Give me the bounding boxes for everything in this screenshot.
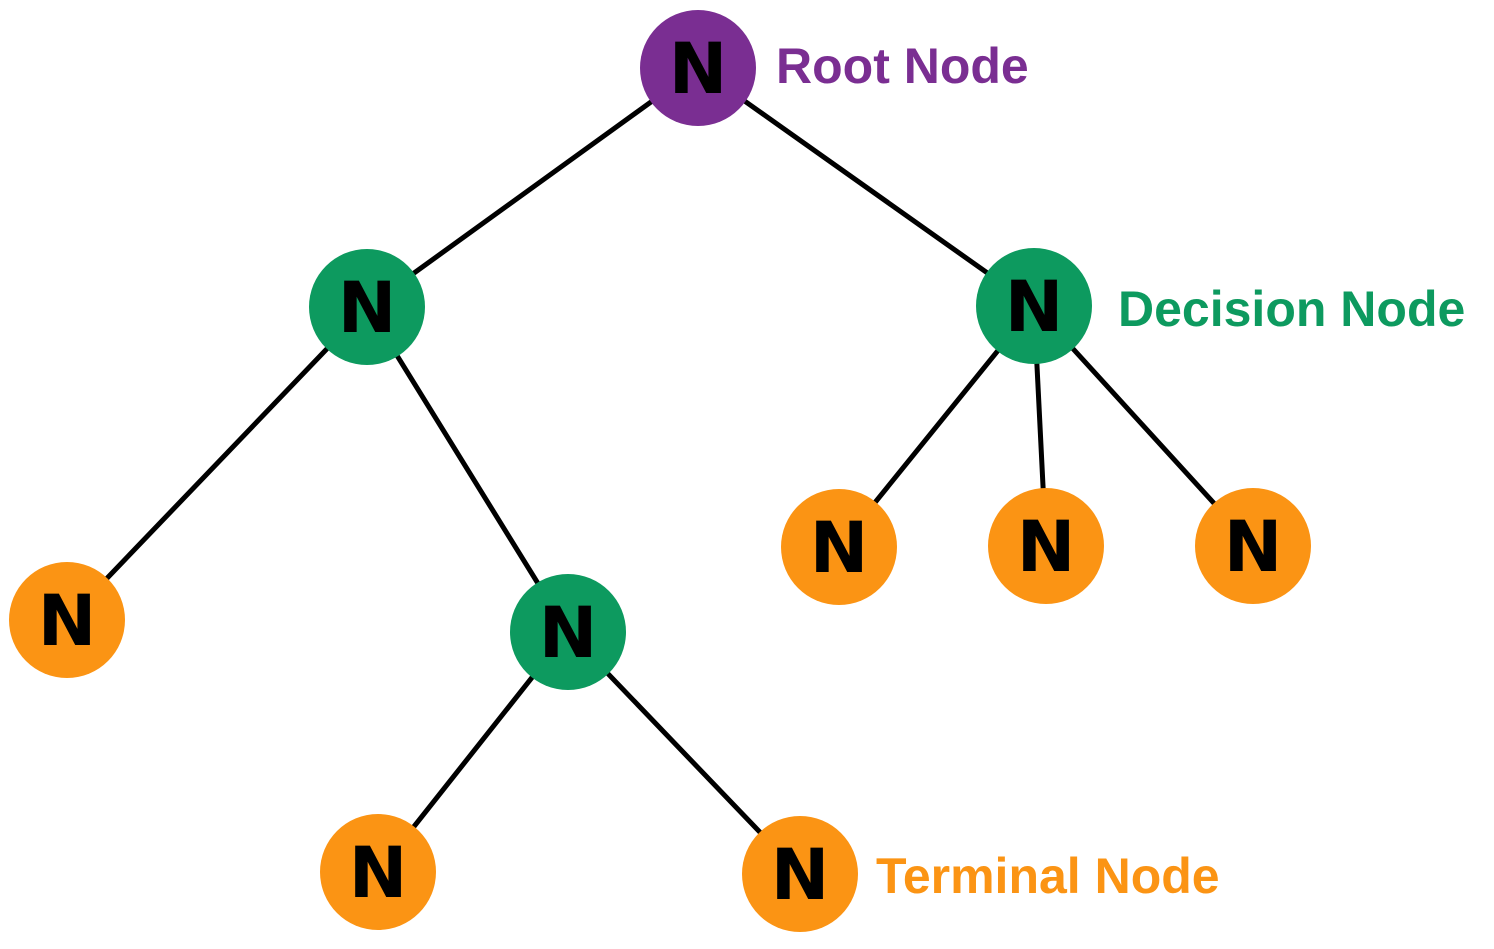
decision-node-circle	[510, 574, 626, 690]
terminal-node-label: Terminal Node	[876, 848, 1220, 904]
terminal-node-t-r1: N	[781, 489, 897, 605]
edge-root-to-d-right	[695, 65, 1037, 309]
node-letter: N	[338, 267, 397, 349]
edge-root-to-d-left	[364, 65, 701, 310]
edge-d-left-to-t-left	[64, 304, 370, 623]
decision-node-d-mid: N	[510, 574, 626, 690]
root-node-root: N	[640, 10, 756, 126]
decision-node-d-right: N	[976, 248, 1092, 364]
terminal-node-t-r2: N	[988, 488, 1104, 604]
root-node-label: Root Node	[776, 38, 1029, 94]
terminal-node-t-r3: N	[1195, 488, 1311, 604]
terminal-node-t-b2: N	[742, 816, 858, 932]
root-node-circle	[640, 10, 756, 126]
node-letter: N	[1017, 506, 1076, 588]
decision-node-circle	[309, 249, 425, 365]
terminal-node-circle	[320, 814, 436, 930]
node-letter: N	[810, 507, 869, 589]
terminal-node-circle	[1195, 488, 1311, 604]
edge-d-left-to-d-mid	[364, 304, 571, 635]
node-letter: N	[1224, 506, 1283, 588]
decision-node-label: Decision Node	[1118, 281, 1465, 337]
node-letter: N	[38, 580, 97, 662]
terminal-node-circle	[9, 562, 125, 678]
node-letter: N	[669, 28, 728, 110]
decision-node-d-left: N	[309, 249, 425, 365]
terminal-node-t-left: N	[9, 562, 125, 678]
node-letter: N	[349, 832, 408, 914]
nodes-layer: N N N N N N N N N N	[9, 10, 1311, 932]
node-letter: N	[539, 592, 598, 674]
decision-node-circle	[976, 248, 1092, 364]
terminal-node-circle	[988, 488, 1104, 604]
edges-layer	[64, 65, 1256, 877]
terminal-node-t-b1: N	[320, 814, 436, 930]
node-letter: N	[771, 834, 830, 916]
node-letter: N	[1005, 266, 1064, 348]
terminal-node-circle	[742, 816, 858, 932]
terminal-node-circle	[781, 489, 897, 605]
